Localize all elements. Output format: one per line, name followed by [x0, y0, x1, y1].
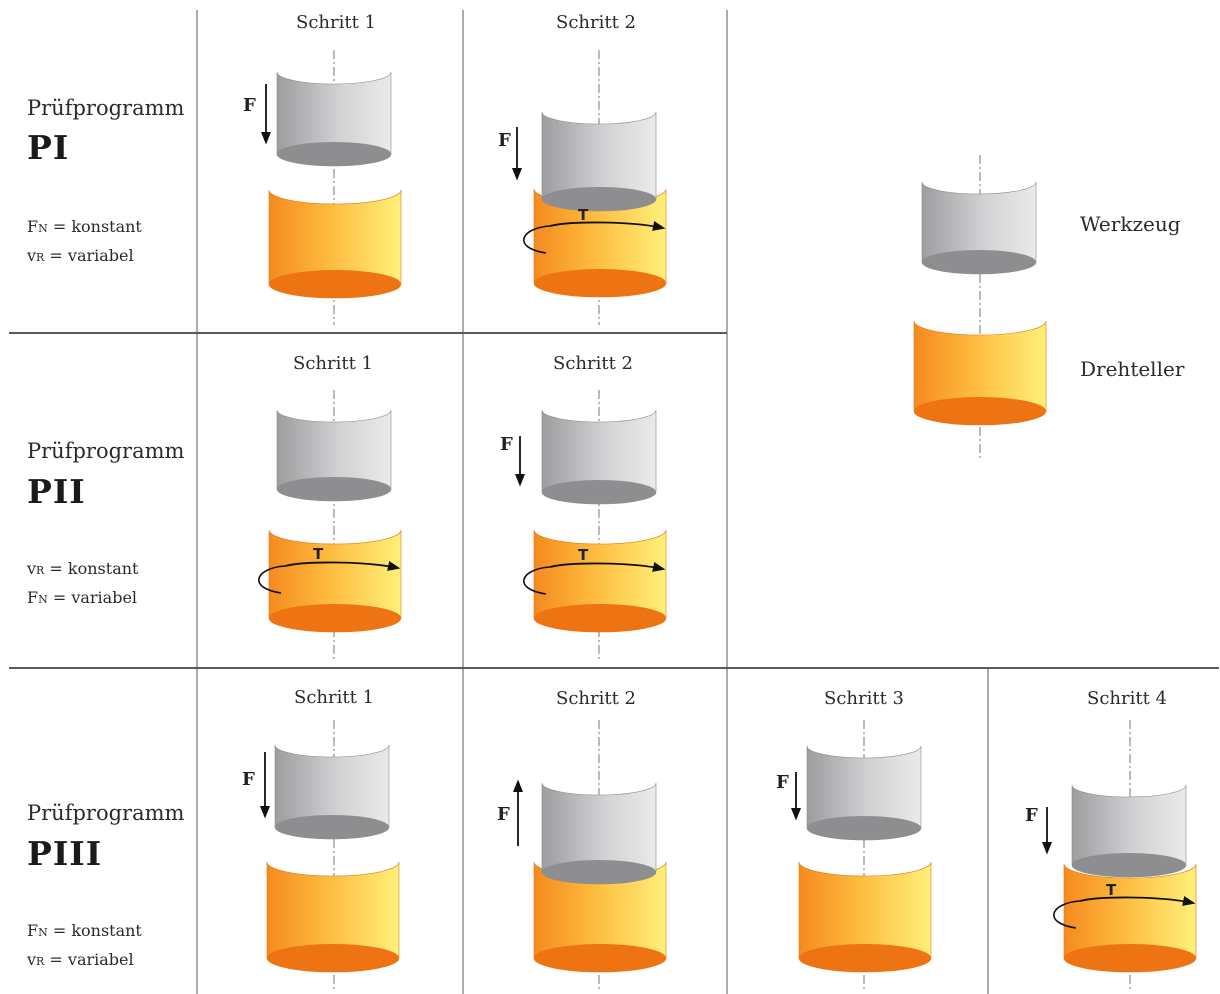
p2-s2-turntable-base: [534, 604, 666, 632]
program-1-step-2-title: Schritt 2: [555, 12, 637, 33]
program-1-step-1-title: Schritt 1: [295, 12, 377, 33]
p3-s4-torque-arrow: [1079, 895, 1196, 906]
param-value: = konstant: [47, 217, 142, 236]
param-symbol: F: [27, 921, 39, 940]
param-symbol: F: [27, 217, 39, 236]
p1-s2-tool: [541, 111, 657, 212]
p3-s4-force-label: F: [1025, 805, 1038, 826]
p2-s1-torque-arrow: [284, 560, 401, 571]
program-2-param-1: vR = konstant: [27, 559, 138, 578]
p3-s4-turntable-base: [1064, 944, 1196, 972]
p1-s1-tool: [276, 71, 392, 167]
p1-s2-force-label: F: [498, 130, 511, 151]
legend-tool-base: [922, 250, 1036, 274]
p2-s2-torque-loop: [523, 566, 551, 595]
param-subscript: R: [36, 251, 45, 264]
program-3-title: Prüfprogramm: [27, 801, 185, 825]
p1-s1-force-label: F: [243, 95, 256, 116]
p3-s2-force-label: F: [497, 804, 510, 825]
table-grid: [9, 10, 1219, 994]
p3-s4-torque-loop: [1053, 900, 1081, 929]
p3-s1-tool-base: [275, 815, 389, 839]
p3-s1-force-label: F: [242, 769, 255, 790]
p3-s3-force-label: F: [776, 772, 789, 793]
p3-s4-turntable: [1063, 863, 1197, 973]
p2-s1-tool: [276, 409, 392, 502]
program-1-param-1: FN = konstant: [27, 217, 142, 236]
p2-s1-torque-loop: [258, 565, 286, 594]
program-2-param-2: FN = variabel: [27, 588, 137, 607]
param-subscript: R: [36, 955, 45, 968]
legend-turntable-base: [914, 397, 1046, 425]
legend-turntable-label: Drehteller: [1080, 357, 1185, 381]
program-3-step-2-title: Schritt 2: [555, 688, 637, 709]
p2-s2-tool-base: [542, 480, 656, 504]
p1-s2-tool-base: [542, 187, 656, 211]
param-value: = variabel: [47, 588, 138, 607]
p3-s1-turntable-base: [267, 944, 399, 972]
p1-s1-turntable: [268, 189, 402, 299]
p1-s2-torque-label: T: [578, 206, 589, 224]
p2-s1-torque-label: T: [313, 545, 324, 563]
p1-s2-turntable: [533, 188, 667, 298]
program-1-code: PI: [27, 128, 70, 167]
param-value: = konstant: [47, 921, 142, 940]
p3-s1-turntable: [266, 861, 400, 973]
p2-s2-torque-label: T: [578, 546, 589, 564]
p3-s4-tool-base: [1072, 853, 1186, 877]
p1-s2-torque-arrow: [549, 220, 666, 231]
p2-s2-turntable: [533, 529, 667, 633]
p3-s3-tool-base: [807, 816, 921, 840]
p3-s2-turntable-base: [534, 944, 666, 972]
program-3-step-3-title: Schritt 3: [823, 688, 905, 709]
p2-s1-turntable-base: [269, 604, 401, 632]
program-2-title: Prüfprogramm: [27, 439, 185, 463]
legend-tool-label: Werkzeug: [1080, 212, 1181, 236]
program-1-title: Prüfprogramm: [27, 96, 185, 120]
param-subscript: N: [38, 593, 48, 606]
p2-s2-tool: [541, 409, 657, 505]
param-symbol: F: [27, 588, 39, 607]
param-subscript: N: [38, 926, 48, 939]
param-symbol: v: [27, 950, 37, 969]
p3-s3-tool: [806, 745, 922, 841]
program-1-param-2: vR = variabel: [27, 246, 134, 265]
legend-tool: [921, 181, 1037, 275]
p3-s3-turntable: [798, 861, 932, 973]
p1-s1-tool-base: [277, 142, 391, 166]
param-symbol: v: [27, 246, 37, 265]
param-subscript: N: [38, 222, 48, 235]
program-2-step-1-title: Schritt 1: [292, 353, 374, 374]
p3-s4-torque-label: T: [1106, 881, 1117, 899]
p1-s1-turntable-base: [269, 270, 401, 298]
program-2-code: PII: [27, 472, 86, 511]
param-symbol: v: [27, 559, 37, 578]
p3-s2-tool: [541, 782, 657, 885]
p2-s1-turntable: [268, 529, 402, 633]
param-value: = variabel: [44, 950, 134, 969]
program-3-param-2: vR = variabel: [27, 950, 134, 969]
param-value: = variabel: [44, 246, 134, 265]
p3-s1-tool: [274, 744, 390, 840]
program-3-step-1-title: Schritt 1: [293, 687, 375, 708]
p3-s4-tool: [1071, 784, 1187, 878]
p3-s2-turntable: [533, 861, 667, 973]
p1-s2-turntable-base: [534, 269, 666, 297]
program-3-param-1: FN = konstant: [27, 921, 142, 940]
param-subscript: R: [36, 564, 45, 577]
program-3-step-4-title: Schritt 4: [1086, 688, 1168, 709]
program-2-step-2-title: Schritt 2: [552, 353, 634, 374]
program-3-code: PIII: [27, 834, 103, 873]
p1-s2-torque-loop: [523, 225, 551, 254]
p3-s3-turntable-base: [799, 944, 931, 972]
p2-s1-tool-base: [277, 477, 391, 501]
p2-s2-force-label: F: [500, 434, 513, 455]
p3-s2-tool-base: [542, 860, 656, 884]
legend-turntable: [913, 320, 1047, 426]
param-value: = konstant: [44, 559, 139, 578]
p2-s2-torque-arrow: [549, 561, 666, 572]
